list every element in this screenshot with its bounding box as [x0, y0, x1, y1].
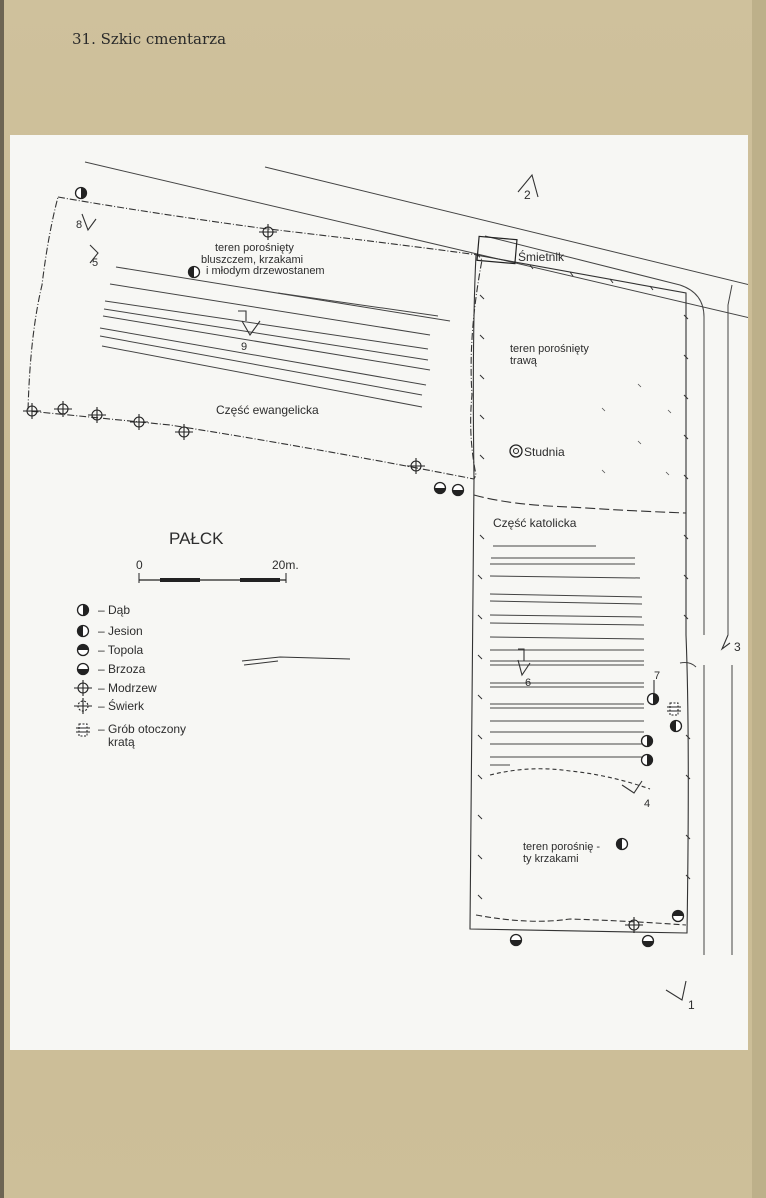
legend-label: kratą [108, 735, 135, 749]
legend-label: – Brzoza [98, 662, 146, 676]
legend: – Dąb – Jesion – Topola – Brzoza – Modrz… [73, 603, 186, 749]
north-arrow [241, 656, 351, 666]
cemetery-sketch: 2 3 1 8 5 9 6 7 4 Część ewangelicka Częś… [22, 161, 751, 1012]
catholic-label: Część katolicka [493, 516, 577, 530]
grass-note-line: trawą [510, 355, 538, 367]
ivy-note-line: teren porośnięty [215, 242, 294, 254]
scale-start-label: 0 [136, 558, 143, 572]
scale-bar [138, 573, 287, 583]
marker-label: 1 [688, 998, 695, 1012]
evangelical-label: Część ewangelicka [216, 403, 319, 417]
dump-box [476, 235, 518, 265]
marker-label: 4 [644, 798, 650, 810]
road-lines [84, 161, 751, 955]
fence-marks [477, 264, 691, 900]
marker-label: 6 [525, 677, 531, 689]
map-sheet: 2 3 1 8 5 9 6 7 4 Część ewangelicka Częś… [10, 135, 751, 1050]
ash-icon [76, 624, 90, 638]
board-edge-right [752, 0, 766, 1198]
legend-label: – Topola [98, 643, 143, 657]
evangelical-grave-rows [99, 266, 451, 408]
board-edge [0, 0, 4, 1198]
grass-note-line: teren porośnięty [510, 343, 589, 355]
legend-label: – Dąb [98, 603, 130, 617]
larch-icon [73, 679, 93, 697]
oak-icon [76, 603, 90, 617]
legend-label: – Świerk [98, 698, 145, 713]
spruce-icon [73, 697, 93, 715]
catholic-grave-rows [489, 545, 645, 766]
place-name: PAŁCK [169, 529, 224, 548]
bushes-note-line: teren porośnię - [523, 841, 600, 853]
marker-label: 3 [734, 640, 741, 654]
marker-label: 7 [654, 670, 660, 682]
birch-icon [76, 662, 90, 676]
ivy-note-line: bluszczem, krzakami [201, 254, 303, 266]
evangelical-section [27, 196, 483, 480]
legend-label: – Jesion [98, 624, 143, 638]
scale-end-label: 20m. [272, 558, 299, 572]
poplar-icon [76, 643, 90, 657]
legend-label: – Grób otoczony [98, 722, 186, 736]
marker-label: 8 [76, 219, 82, 231]
fenced-grave-icon [75, 723, 91, 737]
marker-label: 2 [524, 188, 531, 202]
view-markers [81, 173, 731, 1001]
dump-label: Śmietnik [518, 249, 565, 264]
map-trees [22, 186, 685, 948]
bushes-note-line: ty krzakami [523, 853, 579, 865]
well-label: Studnia [524, 445, 565, 459]
well-icon [509, 444, 523, 458]
ivy-note-line: i młodym drzewostanem [206, 265, 325, 277]
page-title: 31. Szkic cmentarza [72, 30, 227, 48]
marker-label: 5 [92, 257, 98, 269]
catholic-section [469, 254, 689, 934]
grass-tufts [601, 383, 672, 476]
marker-label: 9 [241, 341, 247, 353]
legend-label: – Modrzew [98, 681, 157, 695]
